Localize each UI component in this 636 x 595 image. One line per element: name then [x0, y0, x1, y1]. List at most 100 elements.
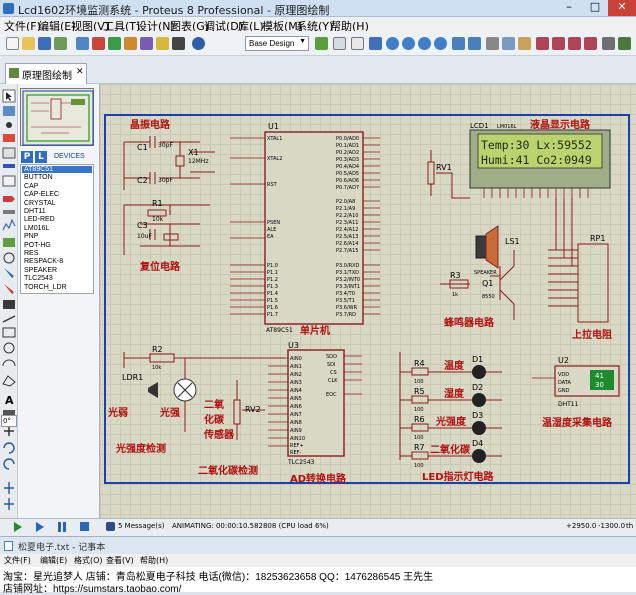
list-item[interactable]: CRYSTAL	[24, 199, 56, 207]
home-icon[interactable]	[76, 37, 89, 50]
menu-library[interactable]: 库(L)	[238, 20, 264, 33]
text-script-icon[interactable]	[2, 147, 16, 159]
device-pin-icon[interactable]	[3, 210, 15, 214]
rotation-field[interactable]: 0°	[1, 415, 17, 427]
tab-schematic[interactable]: 原理图绘制 ✕	[5, 63, 87, 84]
list-item[interactable]: DHT11	[24, 208, 46, 215]
stop-icon[interactable]	[80, 522, 89, 531]
notepad-menu-view[interactable]: 查看(V)	[106, 556, 134, 565]
source-code-icon[interactable]	[172, 37, 185, 50]
current-probe-icon[interactable]	[4, 284, 14, 294]
overview-window[interactable]	[20, 88, 94, 146]
list-item[interactable]: BUTTON	[24, 174, 53, 182]
subcircuit-icon[interactable]	[2, 175, 16, 187]
graph-icon[interactable]	[2, 218, 16, 231]
undo-icon[interactable]	[452, 37, 465, 50]
menu-debug[interactable]: 调试(D)	[204, 20, 244, 33]
save-icon[interactable]	[38, 37, 51, 50]
wire-label-icon[interactable]	[3, 134, 15, 142]
block-move-icon[interactable]	[552, 37, 565, 50]
2d-arc-icon[interactable]	[2, 359, 16, 367]
notepad-menu-file[interactable]: 文件(F)	[4, 556, 31, 565]
tape-recorder-icon[interactable]	[3, 238, 15, 247]
open-folder-icon[interactable]	[22, 37, 35, 50]
message-count[interactable]: 5 Message(s)	[118, 522, 165, 530]
import-icon[interactable]	[54, 37, 67, 50]
2d-circle-icon[interactable]	[3, 342, 15, 354]
2d-line-icon[interactable]	[2, 315, 16, 323]
pause-icon[interactable]	[58, 522, 61, 532]
list-item[interactable]: LM016L	[24, 224, 50, 232]
list-item[interactable]: CAP-ELEC	[24, 191, 60, 199]
bus-icon[interactable]	[3, 164, 15, 168]
mirror-y-icon[interactable]	[4, 498, 14, 510]
notepad-menu-format[interactable]: 格式(O)	[74, 556, 103, 565]
menu-view[interactable]: 视图(V)	[71, 20, 110, 33]
new-file-icon[interactable]	[6, 37, 19, 50]
list-item[interactable]: RESPACK-8	[24, 258, 64, 266]
close-button[interactable]: ✕	[608, 0, 636, 16]
step-icon[interactable]	[36, 522, 44, 532]
notepad-menu-help[interactable]: 帮助(H)	[140, 556, 169, 565]
design-select[interactable]: Base Design▼	[245, 36, 309, 51]
pcb-icon[interactable]	[108, 37, 121, 50]
menu-system[interactable]: 系统(Y)	[296, 20, 334, 33]
virtual-instrument-icon[interactable]	[3, 300, 15, 309]
gerber-icon[interactable]	[140, 37, 153, 50]
generator-icon[interactable]	[3, 252, 15, 264]
paste-icon[interactable]	[518, 37, 531, 50]
cut-icon[interactable]	[486, 37, 499, 50]
menu-file[interactable]: 文件(F)	[4, 20, 41, 33]
block-delete-icon[interactable]	[584, 37, 597, 50]
2d-symbol-icon[interactable]	[3, 410, 15, 419]
menu-design[interactable]: 设计(N)	[136, 20, 175, 33]
menu-edit[interactable]: 编辑(E)	[38, 20, 76, 33]
voltage-probe-icon[interactable]	[4, 268, 14, 278]
terminal-icon[interactable]	[3, 196, 15, 202]
schematic-icon[interactable]	[92, 37, 105, 50]
minimize-button[interactable]: –	[566, 0, 572, 13]
menu-tools[interactable]: 工具(T)	[103, 20, 141, 33]
help-icon[interactable]	[192, 37, 205, 50]
junction-dot-icon[interactable]	[6, 122, 12, 128]
block-rotate-icon[interactable]	[568, 37, 581, 50]
grid-icon[interactable]	[333, 37, 346, 50]
device-list[interactable]: AT89C51 BUTTON CAP CAP-ELEC CRYSTAL DHT1…	[20, 164, 94, 294]
2d-path-icon[interactable]	[2, 375, 16, 387]
menu-help[interactable]: 帮助(H)	[330, 20, 369, 33]
menu-graph[interactable]: 图表(G)	[170, 20, 210, 33]
2d-text-icon[interactable]: A	[5, 394, 14, 407]
tab-close-icon[interactable]: ✕	[76, 67, 84, 77]
rotate-cw-icon[interactable]	[3, 442, 15, 454]
block-copy-icon[interactable]	[536, 37, 549, 50]
origin-icon[interactable]	[351, 37, 364, 50]
list-item[interactable]: TORCH_LDR	[24, 283, 67, 291]
play-icon[interactable]	[14, 522, 22, 532]
message-icon[interactable]	[106, 522, 115, 531]
zoom-out-icon[interactable]	[402, 37, 415, 50]
list-item[interactable]: CAP	[24, 182, 39, 190]
list-item[interactable]: SPEAKER	[24, 266, 58, 274]
pick-device-icon[interactable]	[602, 37, 615, 50]
zoom-area-icon[interactable]	[434, 37, 447, 50]
zoom-in-icon[interactable]	[386, 37, 399, 50]
bom-icon[interactable]	[156, 37, 169, 50]
notepad-text-area[interactable]: 淘宝：星光追梦人 店铺：青岛松夏电子科技 电话(微信)：18253623658 …	[0, 567, 636, 595]
2d-marker-icon[interactable]	[4, 426, 14, 436]
notepad-menu-edit[interactable]: 编辑(E)	[40, 556, 68, 565]
rotate-ccw-icon[interactable]	[3, 458, 15, 470]
maximize-button[interactable]: □	[589, 0, 601, 13]
list-item[interactable]: AT89C51	[22, 166, 92, 173]
refresh-icon[interactable]	[315, 37, 328, 50]
mode-p-button[interactable]: P	[21, 151, 33, 163]
redo-icon[interactable]	[468, 37, 481, 50]
pan-icon[interactable]	[369, 37, 382, 50]
zoom-all-icon[interactable]	[418, 37, 431, 50]
copy-icon[interactable]	[502, 37, 515, 50]
list-item[interactable]: TLC2543	[24, 275, 53, 283]
library-icon[interactable]	[618, 37, 631, 50]
mode-l-button[interactable]: L	[35, 151, 47, 163]
list-item[interactable]: RES	[24, 250, 39, 257]
list-item[interactable]: PNP	[24, 233, 39, 241]
list-item[interactable]: LED-RED	[24, 216, 55, 224]
